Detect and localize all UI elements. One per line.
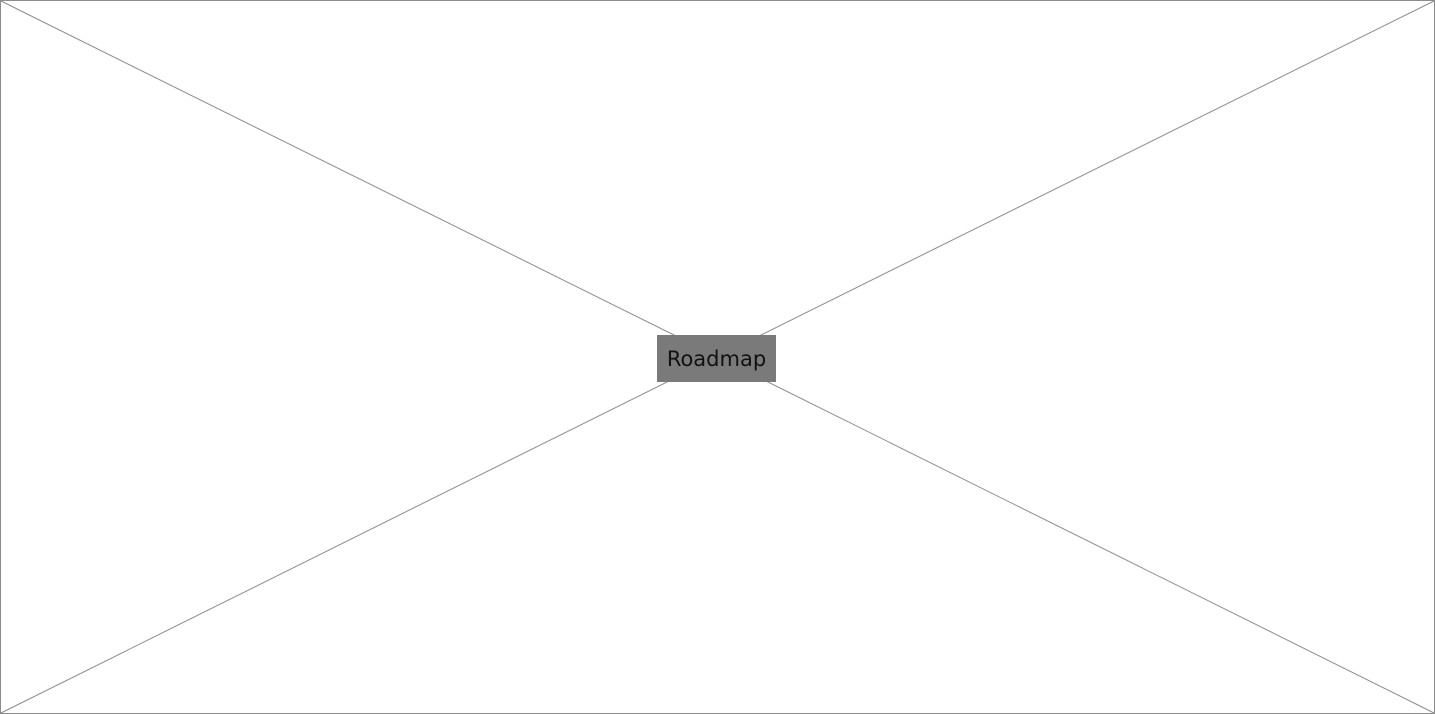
diagonal-line-bottom-right xyxy=(765,380,1435,714)
placeholder-label-text: Roadmap xyxy=(666,346,767,371)
diagonal-line-top-right xyxy=(758,0,1435,337)
diagonal-line-top-left xyxy=(0,0,677,337)
placeholder-label: Roadmap xyxy=(657,335,776,382)
diagonal-line-bottom-left xyxy=(0,380,670,714)
